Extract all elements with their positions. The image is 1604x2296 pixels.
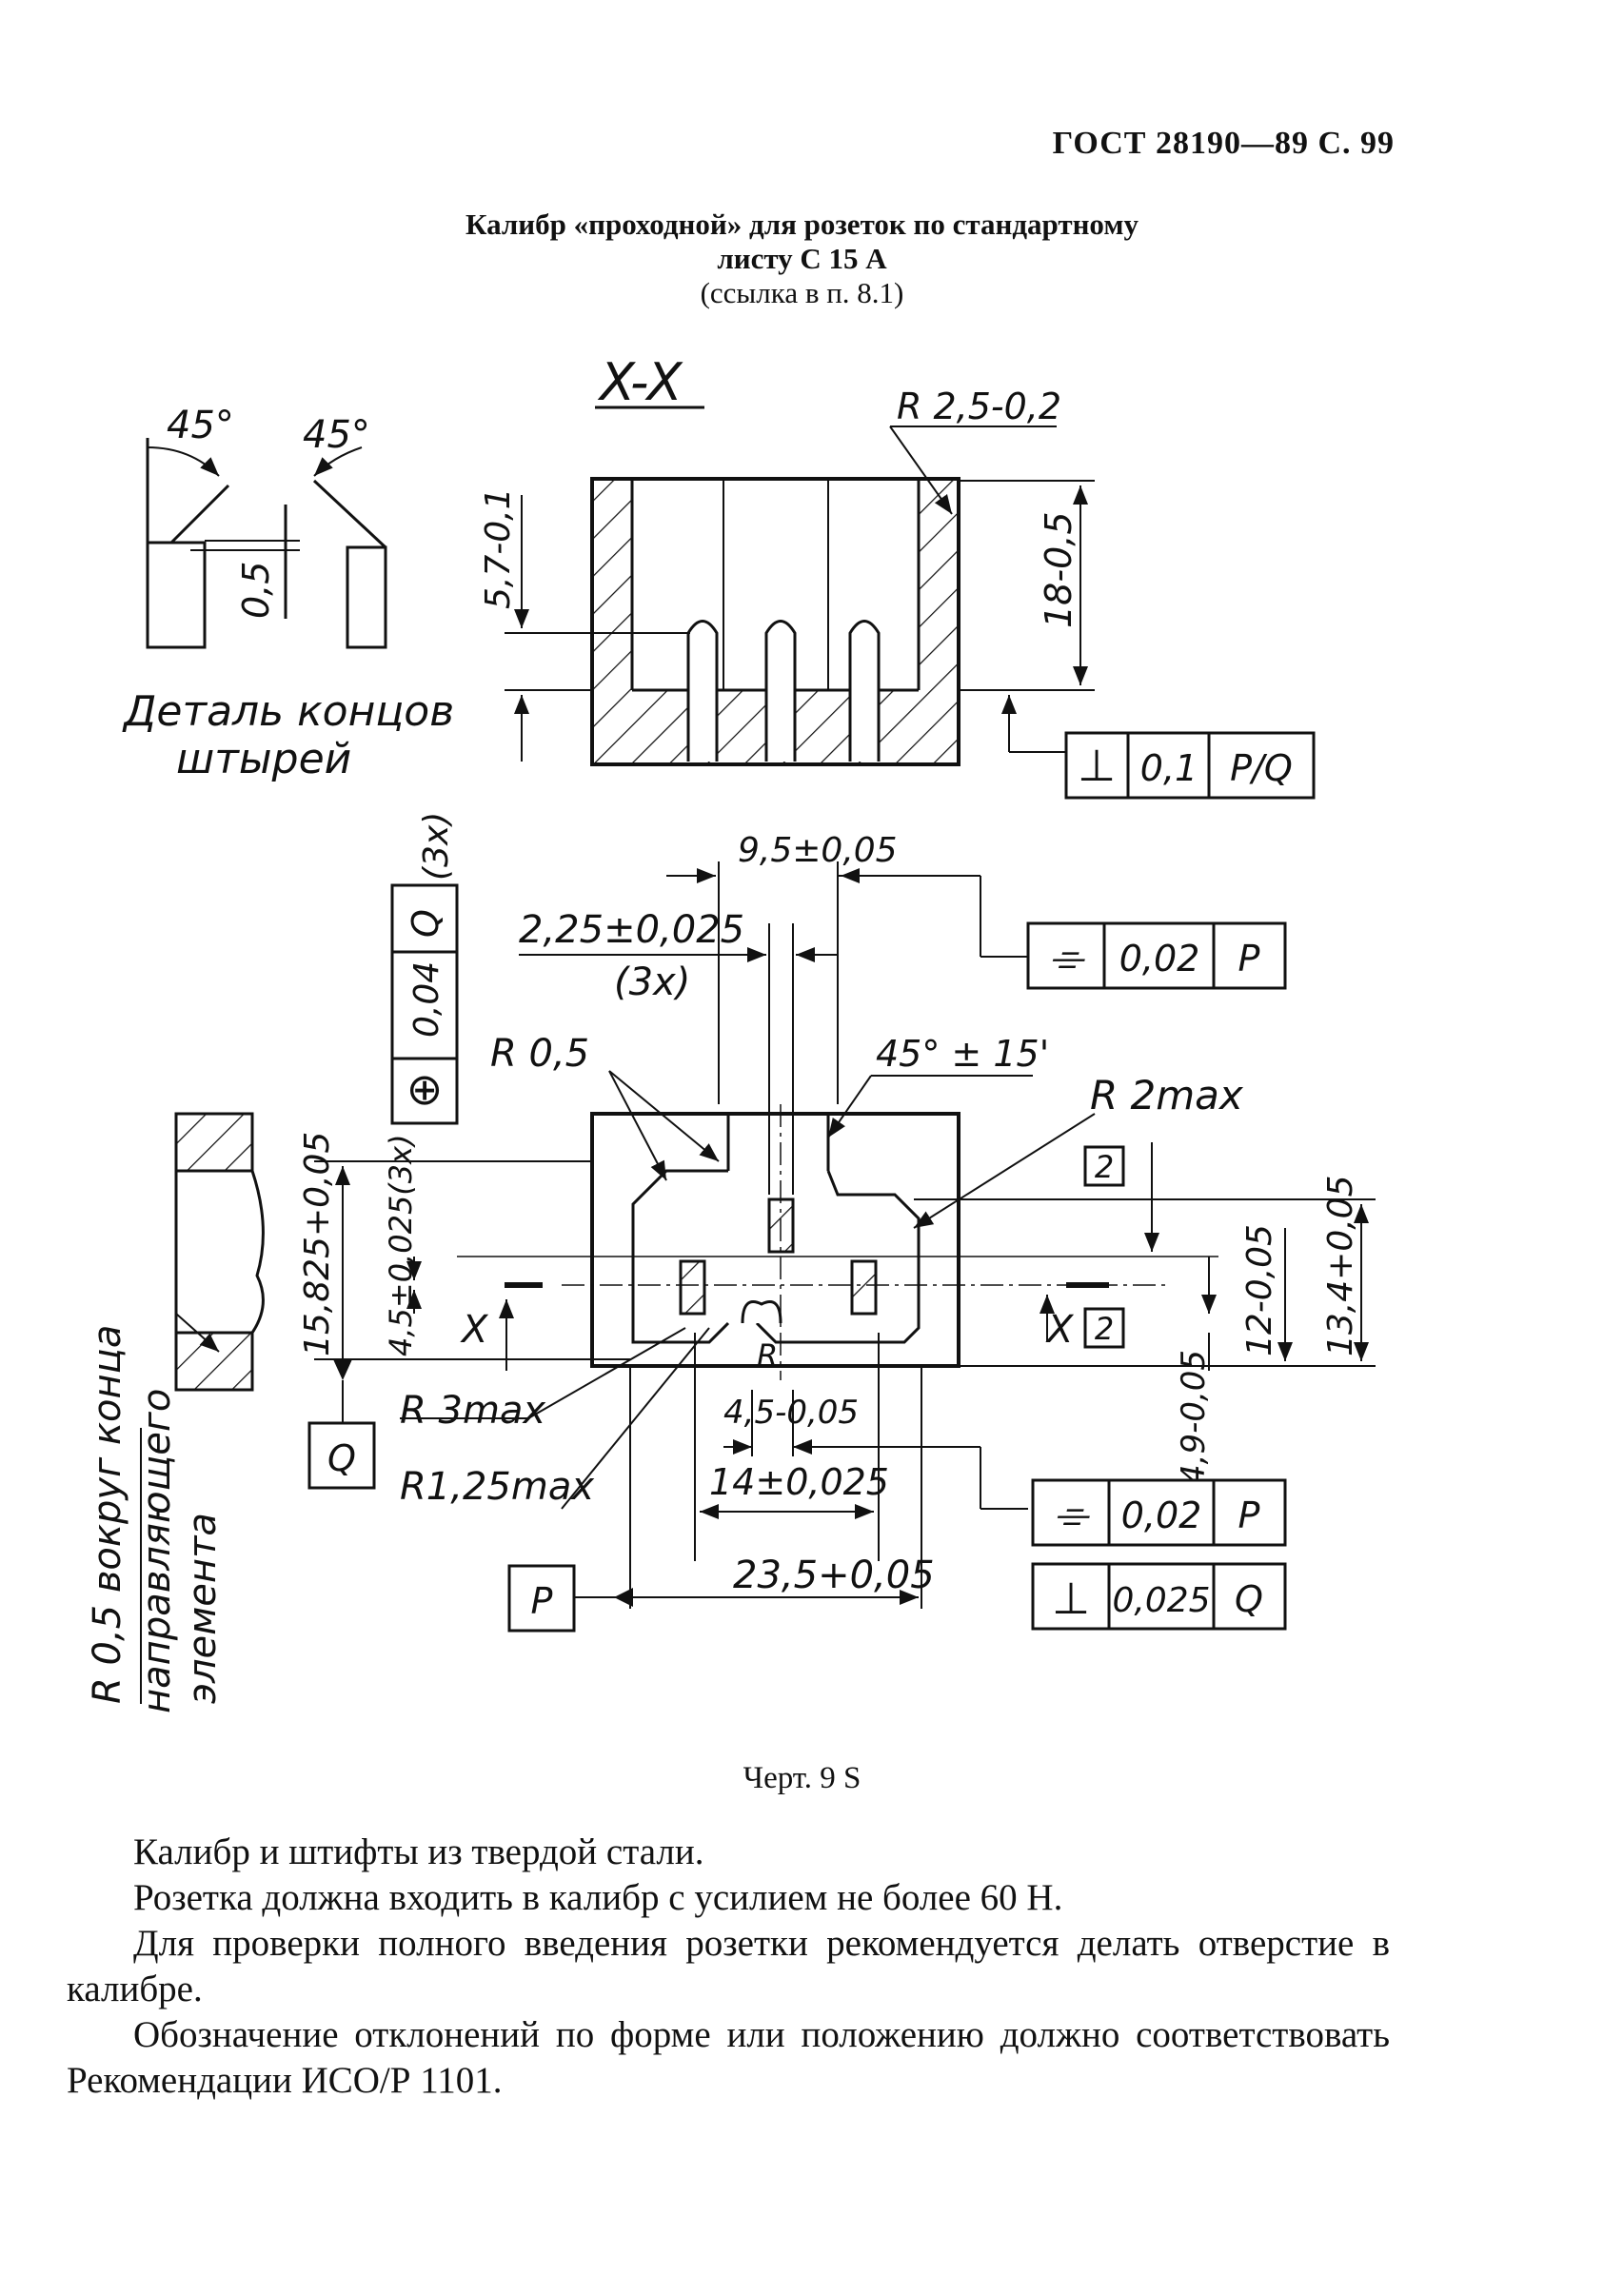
side-note-2: направляющего	[135, 1389, 179, 1713]
svg-text:0,1: 0,1	[1140, 747, 1198, 789]
dim-235-label: 23,5+0,05	[733, 1554, 935, 1597]
page-header: ГОСТ 28190—89 С. 99	[1052, 126, 1395, 161]
dim-95-label: 9,5±0,05	[738, 831, 898, 870]
r-small-label: R	[757, 1337, 778, 1374]
dim-225-label: 2,25±0,025	[519, 908, 744, 952]
side-note-3: элемента	[181, 1513, 225, 1704]
dim-12-label: 12-0,05	[1240, 1224, 1279, 1356]
tolerance-frame-perp-bottom: ⊥ 0,025 Q	[1031, 1562, 1287, 1631]
section-label: X-X	[597, 352, 683, 412]
paragraph-3: Для проверки полного введения розетки ре…	[67, 1923, 1390, 2009]
x-label-right: X	[1045, 1308, 1075, 1352]
svg-text:0,02: 0,02	[1119, 938, 1200, 980]
svg-text:⌯: ⌯	[1049, 933, 1085, 981]
box-2-bottom: 2	[1083, 1307, 1125, 1349]
angle-left-label: 45°	[167, 404, 234, 447]
svg-text:0,02: 0,02	[1121, 1494, 1202, 1536]
title-line-1: Калибр «проходной» для розеток по станда…	[465, 208, 1139, 241]
title-line-2: листу С 15 А	[717, 242, 887, 275]
svg-text:⊥: ⊥	[1052, 1573, 1090, 1624]
dim-57-label: 5,7-0,1	[479, 488, 518, 610]
svg-text:Q: Q	[327, 1437, 356, 1479]
svg-text:P/Q: P/Q	[1230, 747, 1293, 789]
figure-caption: Черт. 9 S	[743, 1761, 861, 1795]
pin-right	[346, 545, 387, 649]
dim-14-label: 14±0,025	[709, 1461, 889, 1503]
section-xx-view	[590, 477, 960, 766]
svg-text:P: P	[1238, 938, 1260, 980]
detail-caption-2: штырей	[176, 735, 351, 783]
svg-text:P: P	[531, 1580, 553, 1622]
detail-caption-1: Деталь концов	[122, 687, 454, 736]
drawing-title: Калибр «проходной» для розеток по станда…	[0, 208, 1604, 310]
dim-18-label: 18-0,5	[1038, 512, 1079, 629]
tolerance-frame-perp-01: ⊥ 0,1 P/Q	[1064, 731, 1316, 800]
svg-text:(3x): (3x)	[417, 812, 456, 881]
r3max-label: R 3max	[400, 1389, 545, 1433]
dim-225-count: (3x)	[614, 960, 690, 1004]
pin-end-detail	[146, 438, 387, 649]
paragraph-1: Калибр и штифты из твердой стали.	[133, 1831, 704, 1872]
datum-q-box: Q	[307, 1380, 376, 1490]
r125max-label: R1,25max	[400, 1465, 594, 1509]
pin-left	[146, 541, 207, 649]
svg-text:2: 2	[1095, 1311, 1114, 1347]
dim-45b-label: 4,5-0,05	[723, 1394, 859, 1432]
svg-text:⊕: ⊕	[406, 1063, 444, 1115]
angle-right-label: 45°	[303, 413, 370, 457]
title-line-3: (ссылка в п. 8.1)	[700, 276, 904, 309]
svg-text:P: P	[1238, 1494, 1260, 1536]
dim-49-label: 4,9-0,05	[1175, 1350, 1213, 1485]
svg-text:2: 2	[1095, 1149, 1114, 1185]
svg-text:0,025: 0,025	[1112, 1581, 1210, 1620]
tolerance-frame-sym-top: ⌯ 0,02 P	[1026, 921, 1287, 990]
svg-text:⊥: ⊥	[1078, 740, 1116, 791]
paragraph-4: Обозначение отклонений по форме или поло…	[67, 2014, 1390, 2101]
r05-label: R 0,5	[490, 1032, 589, 1076]
paragraph-2: Розетка должна входить в калибр с усилие…	[133, 1877, 1063, 1918]
body-text: Калибр и штифты из твердой стали. Розетк…	[67, 1830, 1390, 2104]
side-note-1: R 0,5 вокруг конца	[86, 1325, 129, 1704]
box-2-top: 2	[1083, 1145, 1125, 1187]
svg-text:⌯: ⌯	[1054, 1490, 1090, 1538]
r2max-label: R 2max	[1090, 1072, 1244, 1118]
dim-134-label: 13,4+0,05	[1321, 1176, 1360, 1356]
svg-text:0,04: 0,04	[407, 961, 446, 1038]
radius-top-label: R 2,5-0,2	[897, 386, 1061, 427]
dim-15825-label: 15,825+0,05	[298, 1132, 337, 1356]
dim-05-label: 0,5	[235, 562, 277, 619]
datum-p-box: P	[507, 1564, 576, 1633]
angle-45-15-label: 45° ± 15'	[876, 1033, 1049, 1075]
svg-text:Q: Q	[1235, 1578, 1263, 1620]
tolerance-frame-position: ⊕ 0,04 Q (3x)	[390, 812, 459, 1125]
svg-text:Q: Q	[405, 909, 446, 938]
x-label-left: X	[460, 1308, 489, 1352]
dim-45-label: 4,5±0,025(3x)	[383, 1134, 419, 1356]
tolerance-frame-sym-bottom: ⌯ 0,02 P	[1031, 1478, 1287, 1547]
